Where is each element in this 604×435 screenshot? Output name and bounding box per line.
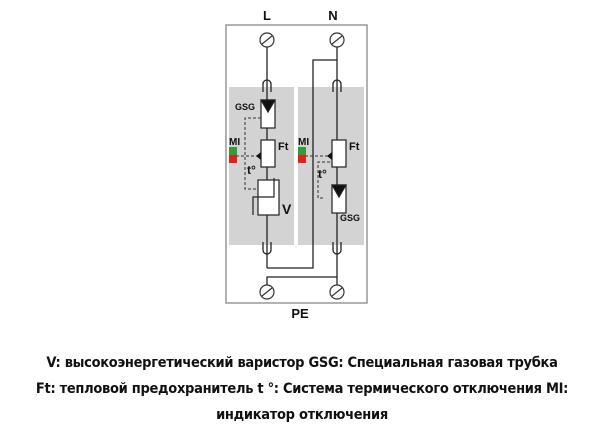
- label-t-left: t°: [247, 163, 256, 177]
- label-gsg-right: GSG: [340, 213, 360, 223]
- caption-line-1: V: высокоэнергетический варистор GSG: Сп…: [46, 355, 558, 371]
- thermal-link-right: [305, 155, 330, 199]
- mi-indicator-red-right: [298, 155, 306, 163]
- terminal-L-icon: [259, 32, 275, 48]
- ft-right: [331, 139, 347, 168]
- mi-indicator-green-left: [229, 147, 237, 155]
- label-mi-right: MI: [298, 137, 309, 148]
- ft-left: [260, 139, 276, 168]
- label-L: L: [263, 8, 271, 23]
- mi-indicator-green-right: [298, 147, 306, 155]
- left-components: [252, 99, 280, 216]
- terminal-PE1-icon: [259, 284, 275, 300]
- terminals: [259, 32, 345, 300]
- label-mi-left: MI: [229, 137, 240, 148]
- module-right: [298, 87, 364, 245]
- gsg-triangle-icon: [259, 99, 277, 114]
- label-ft-left: Ft: [278, 141, 289, 153]
- terminal-N-icon: [329, 32, 345, 48]
- terminal-PE2-icon: [329, 284, 345, 300]
- caption-line-2: Ft: тепловой предохранитель t °: Система…: [35, 381, 569, 397]
- label-N: N: [328, 8, 337, 23]
- label-v: V: [282, 201, 292, 217]
- thermal-link-left: [236, 117, 261, 190]
- caption-line-3: индикатор отключения: [216, 407, 388, 423]
- label-t-right: t°: [318, 167, 327, 181]
- mi-indicator-red-left: [229, 155, 237, 163]
- right-components: [330, 139, 348, 214]
- label-gsg-left: GSG: [235, 102, 255, 112]
- gsg-triangle-icon: [330, 184, 348, 199]
- label-PE: PE: [291, 306, 309, 320]
- spd-wiring-diagram: L N PE GSG Ft MI t° V MI Ft t° GSG: [225, 8, 368, 320]
- label-ft-right: Ft: [349, 141, 360, 153]
